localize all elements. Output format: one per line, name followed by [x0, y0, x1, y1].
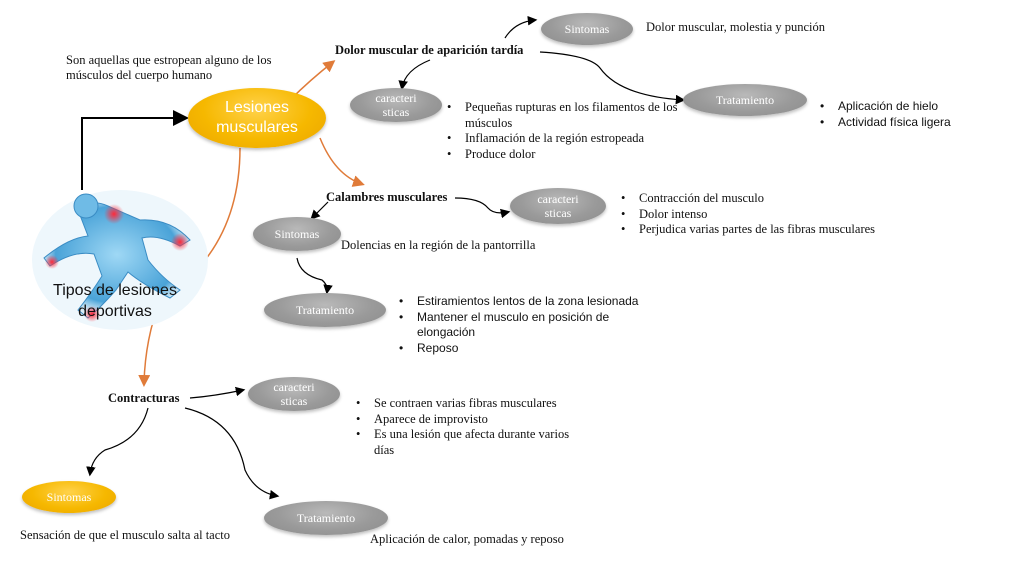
connector-figure-to-lesiones — [81, 110, 189, 190]
list-item: Estiramientos lentos de la zona lesionad… — [399, 294, 642, 310]
main-title: Tipos de lesiones deportivas — [53, 282, 177, 320]
contracturas-caracteristicas-list: Se contraen varias fibras musculares Apa… — [352, 396, 574, 458]
list-item: Pequeñas rupturas en los filamentos de l… — [447, 100, 680, 131]
doms-caracteristicas-list: Pequeñas rupturas en los filamentos de l… — [443, 100, 680, 162]
definition-text: Son aquellas que estropean alguno de los… — [66, 53, 272, 82]
node-contracturas-tratamiento[interactable]: Tratamiento — [264, 501, 388, 535]
doms-tratamiento-list: Aplicación de hielo Actividad física lig… — [816, 99, 998, 130]
list-item: Contracción del musculo — [621, 191, 929, 207]
list-item: Reposo — [399, 341, 642, 357]
connector-contracturas-to-caracteristicas — [189, 386, 246, 399]
list-item: Dolor intenso — [621, 207, 929, 223]
node-calambres-sintomas[interactable]: Sintomas — [253, 217, 341, 251]
node-calambres-tratamiento-label: Tratamiento — [295, 303, 355, 317]
node-calambres-tratamiento[interactable]: Tratamiento — [264, 293, 386, 327]
contracturas-tratamiento-text: Aplicación de calor, pomadas y reposo — [370, 532, 564, 546]
node-calambres-caracteristicas[interactable]: caracteri sticas — [510, 188, 606, 224]
calambres-tratamiento-list: Estiramientos lentos de la zona lesionad… — [395, 294, 642, 356]
calambres-caracteristicas-list: Contracción del musculo Dolor intenso Pe… — [617, 191, 929, 238]
list-item: Aparece de improvisto — [356, 412, 574, 428]
list-item: Produce dolor — [447, 147, 680, 163]
node-contracturas-sintomas[interactable]: Sintomas — [22, 481, 116, 513]
runner-figure-illustration — [32, 190, 208, 330]
connector-contracturas-to-tratamiento — [184, 407, 280, 500]
node-doms-tratamiento[interactable]: Tratamiento — [683, 84, 807, 116]
connector-doms-to-tratamiento — [539, 51, 686, 105]
heading-doms: Dolor muscular de aparición tardía — [335, 43, 524, 57]
list-item: Actividad física ligera — [820, 115, 998, 131]
connector-doms-to-caracteristicas — [398, 59, 431, 91]
connector-calambres-to-sintomas — [310, 201, 329, 220]
node-lesiones-musculares[interactable]: Lesiones musculares — [188, 88, 326, 148]
node-lesiones-musculares-label: Lesiones musculares — [216, 99, 298, 136]
node-contracturas-sintomas-label: Sintomas — [46, 490, 92, 504]
node-doms-tratamiento-label: Tratamiento — [715, 93, 775, 107]
node-calambres-caracteristicas-label: caracteri sticas — [537, 192, 579, 220]
calambres-sintomas-text: Dolencias en la región de la pantorrilla — [341, 238, 536, 252]
list-item: Se contraen varias fibras musculares — [356, 396, 574, 412]
list-item: Perjudica varias partes de las fibras mu… — [621, 222, 929, 238]
connector-calambres-to-caracteristicas — [454, 197, 511, 219]
list-item: Inflamación de la región estropeada — [447, 131, 680, 147]
node-contracturas-caracteristicas-label: caracteri sticas — [273, 380, 315, 408]
doms-sintomas-text: Dolor muscular, molestia y punción — [646, 20, 825, 34]
list-item: Mantener el musculo en posición de elong… — [399, 310, 642, 341]
connector-doms-to-sintomas — [504, 15, 538, 39]
node-contracturas-caracteristicas[interactable]: caracteri sticas — [248, 377, 340, 411]
node-contracturas-tratamiento-label: Tratamiento — [296, 511, 356, 525]
list-item: Aplicación de hielo — [820, 99, 998, 115]
connector-contracturas-to-sintomas — [86, 407, 149, 477]
node-doms-caracteristicas[interactable]: caracteri sticas — [350, 88, 442, 122]
connector-lesiones-to-calambres — [319, 137, 365, 187]
contracturas-sintomas-text: Sensación de que el musculo salta al tac… — [20, 528, 231, 542]
node-calambres-sintomas-label: Sintomas — [274, 227, 320, 241]
node-doms-caracteristicas-label: caracteri sticas — [375, 91, 417, 119]
node-doms-sintomas[interactable]: Sintomas — [541, 13, 633, 45]
node-doms-sintomas-label: Sintomas — [564, 22, 610, 36]
heading-calambres: Calambres musculares — [326, 190, 448, 204]
connector-sintomas-to-tratamiento — [296, 257, 333, 295]
list-item: Es una lesión que afecta durante varios … — [356, 427, 574, 458]
heading-contracturas: Contracturas — [108, 391, 180, 405]
